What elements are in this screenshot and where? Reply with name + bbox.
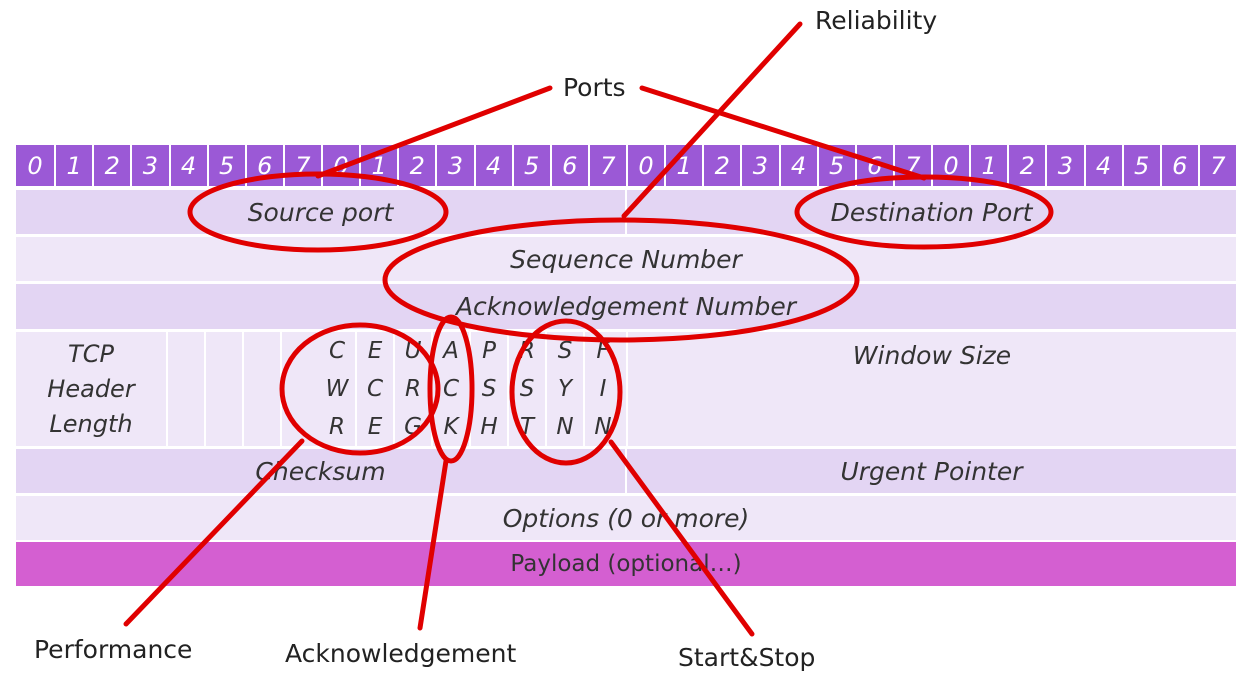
bit-number-cell: 7 (587, 145, 626, 186)
ports-line-left (315, 85, 553, 179)
sequence-number-label: Sequence Number (510, 244, 742, 274)
flag-divider (583, 332, 585, 446)
bit-number-cell: 2 (92, 145, 131, 186)
flag-divider (507, 332, 509, 446)
bit-number-cell: 2 (702, 145, 741, 186)
flag-letter: R (329, 414, 345, 440)
bit-number-cell: 6 (1159, 145, 1198, 186)
source-port-ellipse (187, 171, 449, 253)
start-stop-annotation: Start&Stop (678, 643, 816, 672)
flag-letter: S (481, 376, 497, 402)
bit-number-cell: 2 (397, 145, 436, 186)
window-divider (626, 332, 628, 446)
reserved-divider (204, 332, 206, 446)
bit-number-cell: 4 (168, 145, 207, 186)
bit-number-cell: 7 (1197, 145, 1236, 186)
flag-divider (393, 332, 395, 446)
checksum-label: Checksum (255, 456, 386, 486)
flag-letter: C (328, 338, 346, 364)
flag-letter: H (480, 414, 498, 440)
source-port-label: Source port (247, 197, 394, 227)
urgent-pointer-label: Urgent Pointer (840, 456, 1023, 486)
flag-divider (355, 332, 357, 446)
header-length-line-3: Length (49, 409, 133, 438)
performance-flags-ellipse (279, 322, 441, 456)
destination-port-ellipse (794, 174, 1054, 250)
header-length-field: TCP Header Length (16, 332, 166, 446)
flag-divider (545, 332, 547, 446)
acknowledgement-number-field: Acknowledgement Number (16, 284, 1236, 329)
flag-letter: P (482, 338, 496, 364)
performance-line (123, 438, 305, 627)
bit-number-cell: 4 (1083, 145, 1122, 186)
destination-port-label: Destination Port (830, 197, 1033, 227)
bit-number-cell: 0 (16, 145, 55, 186)
flag-letter: C (366, 376, 384, 402)
checksum-field: Checksum (16, 449, 625, 493)
bit-number-cell: 4 (778, 145, 817, 186)
performance-annotation: Performance (34, 635, 193, 664)
reserved-divider (166, 332, 168, 446)
flag-letter: K (443, 414, 459, 440)
options-field: Options (0 or more) (16, 496, 1236, 540)
bit-number-cell: 5 (511, 145, 550, 186)
flag-letter: N (556, 414, 574, 440)
sequence-number-field: Sequence Number (16, 237, 1236, 281)
flag-letter: Y (557, 376, 573, 402)
urgent-pointer-field: Urgent Pointer (627, 449, 1236, 493)
flag-letter: E (367, 338, 383, 364)
flag-letter: R (405, 376, 421, 402)
flag-letter: I (599, 376, 607, 402)
options-label: Options (0 or more) (502, 503, 750, 533)
flag-letter: S (557, 338, 573, 364)
header-length-line-2: Header (47, 374, 135, 403)
bit-number-cell: 2 (1007, 145, 1046, 186)
bit-number-cell: 3 (130, 145, 169, 186)
payload-field: Payload (optional…) (16, 542, 1236, 586)
acknowledgement-line (417, 458, 449, 631)
window-size-label: Window Size (852, 340, 1012, 370)
bit-number-cell: 3 (1045, 145, 1084, 186)
bit-number-cell: 5 (206, 145, 245, 186)
sequence-number-ellipse (382, 217, 860, 343)
bit-number-cell: 6 (549, 145, 588, 186)
reliability-annotation: Reliability (815, 6, 938, 35)
ports-line-right (639, 85, 927, 181)
start-stop-flags-ellipse (509, 318, 623, 466)
flag-letter: W (325, 376, 349, 402)
header-length-line-1: TCP (68, 339, 114, 368)
bit-number-cell: 4 (473, 145, 512, 186)
flag-letter: S (519, 376, 535, 402)
bit-number-cell: 3 (435, 145, 474, 186)
flag-letter: A (443, 338, 459, 364)
ack-flag-ellipse (427, 314, 475, 464)
reserved-divider (242, 332, 244, 446)
reliability-line (621, 21, 803, 219)
flag-letter: C (442, 376, 460, 402)
bit-number-cell: 1 (54, 145, 93, 186)
acknowledgement-annotation: Acknowledgement (285, 639, 517, 668)
ports-annotation: Ports (563, 73, 626, 102)
bit-number-cell: 3 (740, 145, 779, 186)
flag-letter: E (367, 414, 383, 440)
start-stop-line (608, 439, 755, 637)
acknowledgement-number-label: Acknowledgement Number (455, 292, 797, 321)
bit-number-cell: 5 (1121, 145, 1160, 186)
window-size-field: Window Size (628, 334, 1236, 376)
